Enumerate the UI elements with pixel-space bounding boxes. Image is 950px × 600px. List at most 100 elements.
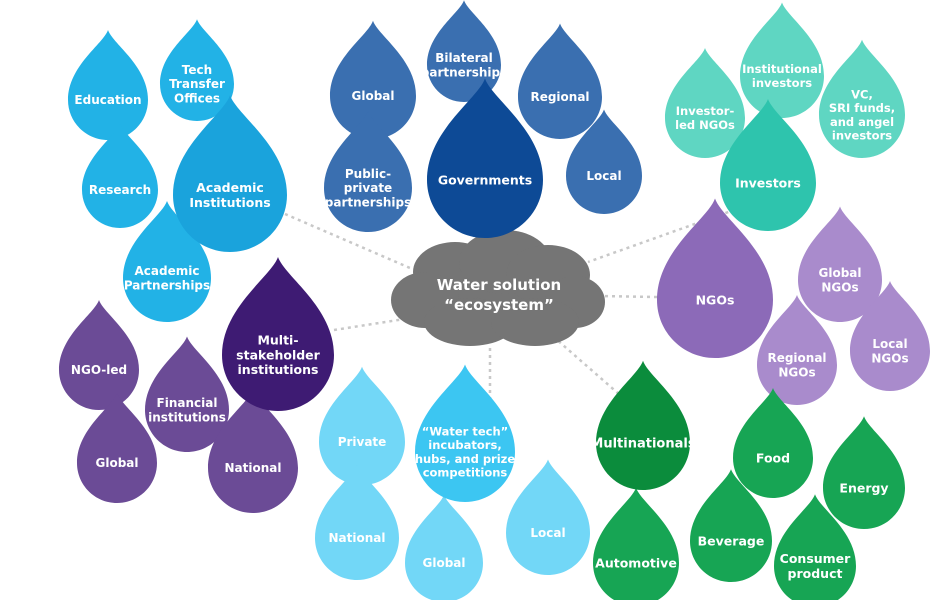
ngos-ngos-hub-drop: NGOs bbox=[657, 198, 773, 358]
multistakeholder-multi-stakeholder-institutions-hub-label-line: institutions bbox=[238, 362, 319, 377]
multinationals-beverage-drop-shape bbox=[690, 469, 772, 582]
academic-tech-transfer-offices-drop-shape bbox=[160, 19, 234, 121]
multinationals-consumer-product-label-line: Consumer bbox=[780, 551, 852, 566]
multinationals-automotive-drop: Automotive bbox=[593, 487, 679, 600]
multistakeholder-multi-stakeholder-institutions-hub-label-line: Multi- bbox=[257, 333, 298, 348]
governments-public-private-partnerships-label-line: private bbox=[344, 181, 392, 195]
watertech-private-drop-shape bbox=[319, 366, 405, 485]
academic-academic-institutions-hub-drop-shape bbox=[173, 95, 287, 252]
academic-research-label-line: Research bbox=[89, 183, 151, 197]
governments-regional-drop-shape bbox=[518, 23, 602, 139]
investors-investors-hub-drop: Investors bbox=[720, 99, 816, 231]
multinationals-beverage-drop: Beverage bbox=[690, 469, 772, 582]
ngos-local-ngos-label-line: Local bbox=[872, 337, 907, 351]
multinationals-energy-drop: Energy bbox=[823, 416, 905, 529]
investors-vc-sri-funds-angel-investors-drop-shape bbox=[819, 39, 905, 158]
multistakeholder-ngo-led-label-line: NGO-led bbox=[71, 363, 127, 377]
multinationals-food-label-line: Food bbox=[756, 450, 790, 465]
investors-investor-led-ngos-drop: Investor-led NGOs bbox=[665, 48, 745, 158]
ngos-global-ngos-label-line: NGOs bbox=[821, 280, 858, 294]
investors-institutional-investors-label-line: investors bbox=[752, 76, 812, 90]
multistakeholder-national-label-line: National bbox=[225, 461, 282, 475]
academic-academic-partnerships-label-line: Academic bbox=[135, 264, 200, 278]
academic-tech-transfer-offices-label-line: Tech bbox=[182, 63, 212, 77]
multistakeholder-financial-institutions-label-line: institutions bbox=[148, 410, 226, 424]
watertech-water-tech-incubators-hub-label-line: “Water tech” bbox=[422, 425, 508, 439]
watertech-water-tech-incubators-hub-drop: “Water tech”incubators,hubs, and prizeco… bbox=[415, 364, 516, 502]
watertech-global-drop: Global bbox=[405, 494, 483, 600]
academic-research-drop: Research bbox=[82, 123, 158, 228]
connector-multistakeholder bbox=[333, 314, 425, 332]
investors-vc-sri-funds-angel-investors-label-line: investors bbox=[832, 128, 892, 142]
watertech-water-tech-incubators-hub-label-line: incubators, bbox=[428, 438, 501, 452]
investors-investors-hub-label-line: Investors bbox=[735, 175, 801, 190]
academic-tech-transfer-offices-label-line: Transfer bbox=[169, 77, 225, 91]
watertech-local-label-line: Local bbox=[530, 526, 565, 540]
center-label-line: “ecosystem” bbox=[444, 296, 554, 314]
multinationals-consumer-product-drop-shape bbox=[774, 494, 856, 600]
governments-regional-label-line: Regional bbox=[530, 90, 589, 104]
multistakeholder-financial-institutions-drop-shape bbox=[145, 336, 229, 452]
multinationals-multinationals-hub-drop-shape bbox=[596, 360, 690, 490]
watertech-local-drop-shape bbox=[506, 459, 590, 575]
governments-governments-hub-drop-shape bbox=[427, 78, 543, 238]
multistakeholder-national-drop-shape bbox=[208, 389, 298, 513]
multinationals-consumer-product-label-line: product bbox=[788, 566, 843, 581]
multistakeholder-national-drop: National bbox=[208, 389, 298, 513]
cloud-lobe bbox=[424, 298, 516, 346]
governments-local-drop: Local bbox=[566, 109, 642, 214]
investors-investors-hub-drop-shape bbox=[720, 99, 816, 231]
multinationals-multinationals-hub-label-line: Multinationals bbox=[590, 437, 695, 452]
investors-vc-sri-funds-angel-investors-label-line: VC, bbox=[851, 88, 873, 102]
multistakeholder-global-label-line: Global bbox=[95, 456, 138, 470]
ngos-regional-ngos-label-line: Regional bbox=[767, 351, 826, 365]
ngos-global-ngos-drop-shape bbox=[798, 206, 882, 322]
governments-regional-drop: Regional bbox=[518, 23, 602, 139]
watertech-national-drop: National bbox=[315, 464, 399, 580]
watertech-global-drop-shape bbox=[405, 494, 483, 600]
governments-bilateral-partnerships-label-line: partnerships bbox=[421, 65, 507, 79]
watertech-water-tech-incubators-hub-label-line: hubs, and prize bbox=[415, 452, 516, 466]
academic-research-drop-shape bbox=[82, 123, 158, 228]
governments-local-label-line: Local bbox=[586, 169, 621, 183]
multinationals-food-drop-shape bbox=[733, 388, 813, 498]
academic-academic-institutions-hub-label-line: Institutions bbox=[189, 195, 270, 210]
ngos-regional-ngos-label-line: NGOs bbox=[778, 365, 815, 379]
governments-global-drop: Global bbox=[330, 20, 416, 139]
investors-investor-led-ngos-drop-shape bbox=[665, 48, 745, 158]
multistakeholder-financial-institutions-label-line: Financial bbox=[157, 396, 218, 410]
multistakeholder-ngo-led-drop-shape bbox=[59, 300, 139, 410]
multistakeholder-global-drop-shape bbox=[77, 393, 157, 503]
investors-institutional-investors-label-line: Institutional bbox=[742, 62, 822, 76]
multistakeholder-multi-stakeholder-institutions-hub-label-line: stakeholder bbox=[236, 347, 321, 362]
cloud-lobe bbox=[491, 298, 579, 346]
governments-bilateral-partnerships-label-line: Bilateral bbox=[435, 51, 492, 65]
governments-public-private-partnerships-label-line: partnerships bbox=[325, 195, 411, 209]
watertech-national-drop-shape bbox=[315, 464, 399, 580]
multinationals-automotive-label-line: Automotive bbox=[595, 555, 677, 570]
academic-academic-partnerships-label-line: Partnerships bbox=[124, 278, 210, 292]
connector-multinationals bbox=[547, 331, 621, 396]
watertech-private-label-line: Private bbox=[338, 435, 387, 449]
governments-global-label-line: Global bbox=[351, 89, 394, 103]
ngos-local-ngos-drop-shape bbox=[850, 281, 930, 391]
ngos-local-ngos-label-line: NGOs bbox=[871, 351, 908, 365]
multinationals-beverage-label-line: Beverage bbox=[698, 533, 765, 548]
watertech-water-tech-incubators-hub-drop-shape bbox=[415, 364, 515, 502]
governments-public-private-partnerships-label-line: Public- bbox=[345, 167, 391, 181]
watertech-water-tech-incubators-hub-label-line: competitions bbox=[423, 465, 508, 479]
governments-global-drop-shape bbox=[330, 20, 416, 139]
multistakeholder-global-drop: Global bbox=[77, 393, 157, 503]
multinationals-multinationals-hub-drop: Multinationals bbox=[590, 360, 696, 490]
